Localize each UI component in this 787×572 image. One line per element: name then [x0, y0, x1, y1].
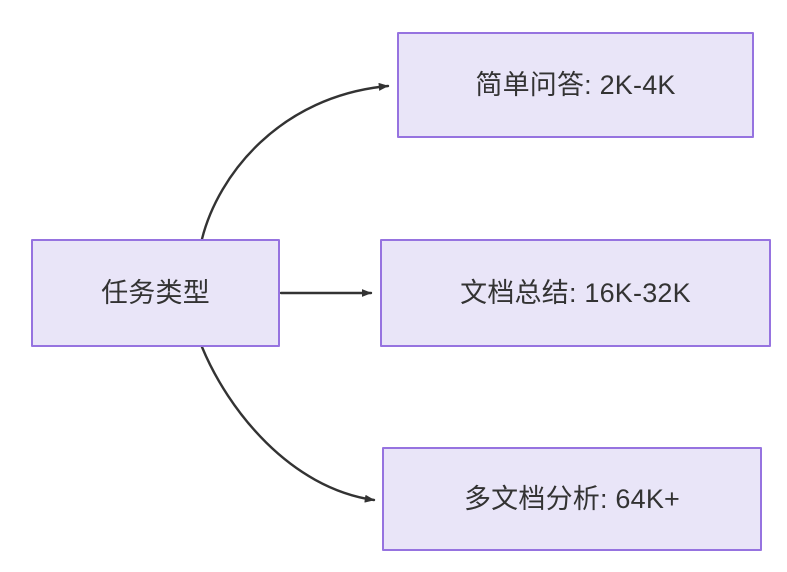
node-multi-doc-label: 多文档分析: 64K+ [463, 483, 680, 514]
node-doc-summary[interactable]: 文档总结: 16K-32K [380, 239, 771, 347]
node-multi-doc[interactable]: 多文档分析: 64K+ [382, 447, 762, 551]
edge-to-multi-doc [200, 345, 376, 503]
node-simple-qa-label: 简单问答: 2K-4K [475, 69, 676, 100]
node-doc-summary-label: 文档总结: 16K-32K [460, 277, 691, 308]
node-task-type[interactable]: 任务类型 [31, 239, 280, 347]
edge-to-simple-qa [200, 82, 390, 241]
node-task-type-label: 任务类型 [101, 277, 210, 308]
node-simple-qa[interactable]: 简单问答: 2K-4K [397, 32, 754, 138]
